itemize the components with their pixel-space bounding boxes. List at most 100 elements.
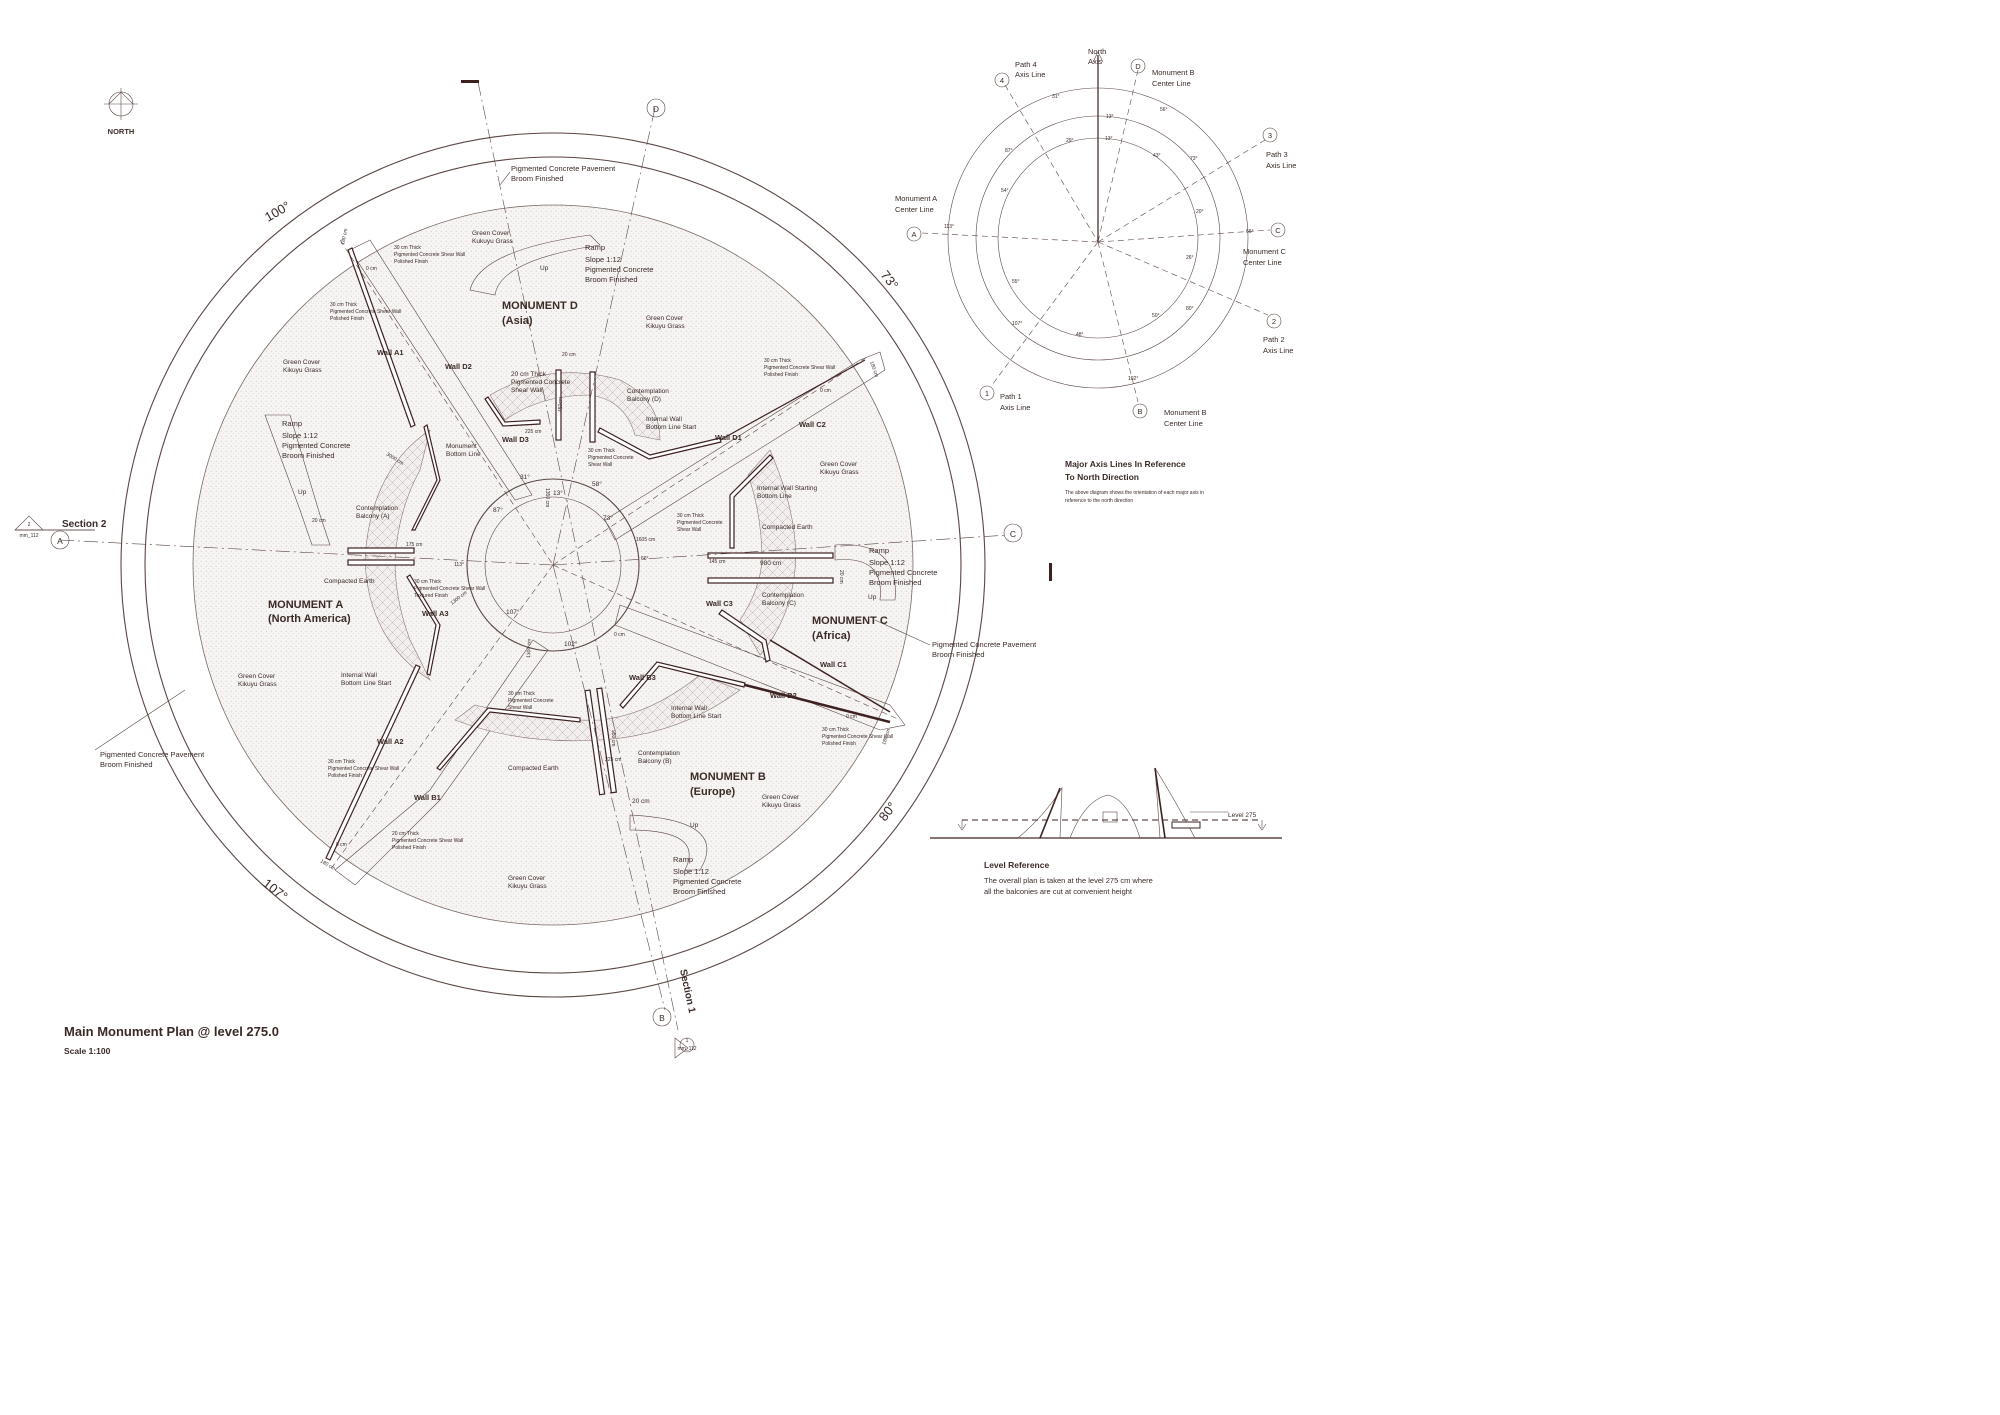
sections-section2_tag_ref-label: mm_112 [19,533,38,539]
outer-ring [120,132,986,998]
dims-d180_b-label: 180 cm [868,361,879,378]
materials-grass_top-0-label: Green Cover [472,230,510,237]
orient-axis-c [1097,229,1271,243]
dims-d180_a-label: 180 cm [340,228,349,245]
orientation-angles-o50-label: 50° [1152,313,1160,319]
materials-wall30_short-0-label: 30 cm Thick [508,691,535,697]
dims-d180_c-label: 180 cm [881,728,892,745]
monument-d-floor [489,372,661,441]
monument-a-floor [364,429,431,681]
materials-wall20_b1-0-label: 20 cm Thick [392,831,419,837]
walls-b3-label: Wall B3 [629,673,656,682]
section-2-cut-right [1049,563,1052,581]
materials-wall30_short-2-label: Shear Wall [588,462,612,468]
dims-d225b-label: 225 cm [605,757,621,763]
dims-d450-label: 450cm [558,397,564,412]
monument-sail-right [1154,767,1196,839]
materials-ramp-0-label: Ramp [585,243,605,252]
wall-a2 [325,664,421,861]
orientation-nums-n1-label: 1 [985,389,989,398]
orientation-nums-n3-label: 3 [1268,131,1272,140]
level-reference: Level 275 Level Reference The overall pl… [930,767,1282,896]
materials-wall30_short-1-label: Pigmented Concrete [677,520,723,526]
balcony-d-wall-right [589,371,596,443]
materials-wall30-1-label: Pigmented Concrete Shear Wall [764,365,835,371]
dims-d20c-label: 20 cm [312,518,326,524]
orientation-path2-0-label: Path 2 [1263,335,1285,344]
materials-pav-1-label: Broom Finished [511,174,564,183]
orientation-path3-1-label: Axis Line [1266,161,1296,170]
balcony-b-wall-left [584,689,606,796]
material-notes: Pigmented Concrete Pavement Broom Finish… [100,164,1037,896]
materials-ramp-2-label: Pigmented Concrete [585,265,653,274]
materials-wall30_short-0-label: 30 cm Thick [677,513,704,519]
materials-wall30_tex-2-label: Textured Finish [414,593,448,599]
orient-axis-a [921,232,1099,243]
orientation-angles-o48-label: 48° [1076,332,1084,338]
materials-grass-0-label: Green Cover [646,315,684,322]
orientation-letters-c-label: C [1275,226,1281,235]
level-marker-left-icon [957,820,967,831]
balcony-c-wall-top [707,552,834,559]
materials-ramp-1-label: Slope 1:12 [869,558,905,567]
materials-ramp-3-label: Broom Finished [869,578,922,587]
dims-d950-label: 950 cm [610,730,616,746]
walls-a2-label: Wall A2 [377,737,404,746]
monuments-b-name-label: MONUMENT B [690,771,766,783]
level-desc-1-label: all the balconies are cut at convenient … [984,887,1133,896]
orientation-path3-0-label: Path 3 [1266,150,1288,159]
dims-a58-label: 58° [592,480,602,488]
section-2-tag: 2 mm_112 Section 2 [14,515,107,539]
major_axis-desc-1-label: reference to the north direction [1065,498,1133,504]
north_marker-label-label: NORTH [108,127,135,136]
materials-grass-0-label: Green Cover [820,461,858,468]
materials-wall30-1-label: Pigmented Concrete Shear Wall [822,734,893,740]
section-tag-icon [14,515,44,531]
section-1-tag: 1 mm_112 Section 1 [674,968,697,1059]
balcony-a-wall-top [347,547,415,554]
materials-wall30-1-label: Pigmented Concrete Shear Wall [328,766,399,772]
orient-path-3 [1097,139,1266,243]
materials-wall20_b1-1-label: Pigmented Concrete Shear Wall [392,838,463,844]
dims-d980-label: 980 cm [760,560,781,567]
title-block: Main Monument Plan @ level 275.0 Scale 1… [64,1024,279,1056]
materials-ramp-0-label: Ramp [673,855,693,864]
materials-bald-1-label: Balcony (D) [627,396,661,403]
wall-c2 [729,454,774,549]
orient-axis-d [1097,69,1139,243]
materials-balc-0-label: Contemplation [762,592,804,599]
axis_markers-a-label: A [57,536,63,546]
dims-a113-label: 113° [454,562,464,568]
wall-c3 [718,609,771,663]
plan-title: Main Monument Plan @ level 275.0 [64,1024,279,1039]
orientation-path1-0-label: Path 1 [1000,392,1022,401]
materials-ramp-3-label: Broom Finished [673,887,726,896]
materials-up-label: Up [298,489,307,496]
monument-dome-door [1102,811,1118,823]
orientation-mon_b_center-1-label: Center Line [1152,79,1191,88]
materials-wall20_d-0-label: 20 cm Thick [511,371,547,378]
sections-section2_tag_num-label: 2 [28,522,31,528]
orientation-mon_b_center_bottom-1-label: Center Line [1164,419,1203,428]
inner-ring [484,496,622,634]
wall-a3 [411,424,441,531]
orientation-path4-0-label: Path 4 [1015,60,1037,69]
materials-wall30_short-1-label: Pigmented Concrete [508,698,554,704]
monument-titles: MONUMENT A (North America) MONUMENT B (E… [268,300,888,798]
materials-grass-0-label: Green Cover [508,875,546,882]
dims-d20b-label: 20 cm [632,798,650,805]
level-tag: Level 275 [1228,812,1257,819]
orientation-angles-o13b-label: 13° [1105,136,1113,142]
north-marker: NORTH [104,88,138,136]
monument-sail-left-blade [1039,787,1061,839]
materials-balc-1-label: Balcony (C) [762,600,796,607]
walls-c1-label: Wall C1 [820,660,847,669]
orientation-angles-o54-label: 54° [1001,188,1009,194]
orient-path-1 [991,241,1099,386]
orient-angles: 31° 56° 13° 13° 29° 87° 43° 73° 54° 20° … [944,94,1254,382]
dims-d0_d-label: 0 cm [336,842,347,848]
orientation-angles-o43-label: 43° [1153,153,1161,159]
walls-a3-label: Wall A3 [422,609,449,618]
path-2-corridor [614,604,906,731]
materials-ramp-2-label: Pigmented Concrete [869,568,937,577]
